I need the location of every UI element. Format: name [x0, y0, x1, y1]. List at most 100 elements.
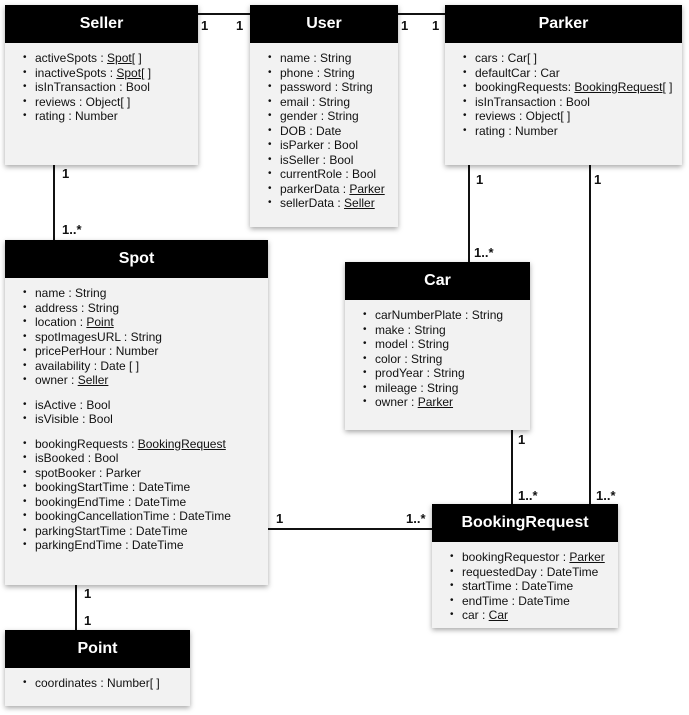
attribute-group: name : Stringphone : Stringpassword : St…	[268, 51, 392, 211]
attribute-item: isInTransaction : Bool	[23, 80, 192, 95]
attribute-type-ref: Parker	[417, 395, 454, 409]
attribute-label: pricePerHour : Number	[35, 344, 159, 358]
mult-seller-spot-from: 1	[62, 166, 70, 181]
attribute-label: startTime : DateTime	[462, 579, 574, 593]
attribute-label: location :	[35, 315, 87, 329]
attribute-label: gender : String	[280, 109, 359, 123]
attribute-group: activeSpots : Spot[ ]inactiveSpots : Spo…	[23, 51, 192, 124]
class-spot[interactable]: Spot name : Stringaddress : Stringlocati…	[5, 240, 268, 585]
attribute-label: bookingCancellationTime : DateTime	[35, 509, 231, 523]
attribute-item: isInTransaction : Bool	[463, 95, 676, 110]
attribute-item: owner : Parker	[363, 395, 524, 410]
attribute-label: owner :	[375, 395, 418, 409]
attribute-label: parkingEndTime : DateTime	[35, 538, 184, 552]
attribute-item: parkingStartTime : DateTime	[23, 524, 262, 539]
mult-seller-spot-to: 1..*	[62, 222, 82, 237]
attribute-label: name : String	[35, 286, 107, 300]
mult-car-bookingrequest-to: 1..*	[518, 488, 538, 503]
attribute-group: bookingRequestor : ParkerrequestedDay : …	[450, 550, 612, 623]
attribute-item: carNumberPlate : String	[363, 308, 524, 323]
attribute-item: spotBooker : Parker	[23, 466, 262, 481]
class-car-title: Car	[345, 262, 530, 300]
mult-user-parker-to: 1	[432, 18, 440, 33]
attribute-label: rating : Number	[35, 109, 118, 123]
mult-parker-bookingrequest-from: 1	[594, 172, 602, 187]
attribute-item: rating : Number	[23, 109, 192, 124]
attribute-item: bookingStartTime : DateTime	[23, 480, 262, 495]
attribute-item: car : Car	[450, 608, 612, 623]
attribute-suffix: [ ]	[662, 80, 673, 94]
attribute-item: DOB : Date	[268, 124, 392, 139]
attribute-item: phone : String	[268, 66, 392, 81]
mult-parker-car-to: 1..*	[474, 245, 494, 260]
attribute-item: parkerData : Parker	[268, 182, 392, 197]
attribute-type-ref: Parker	[349, 181, 385, 196]
class-car[interactable]: Car carNumberPlate : Stringmake : String…	[345, 262, 530, 430]
class-user[interactable]: User name : Stringphone : Stringpassword…	[250, 5, 398, 227]
mult-car-bookingrequest-from: 1	[518, 432, 526, 447]
attribute-item: email : String	[268, 95, 392, 110]
attribute-label: sellerData :	[280, 196, 345, 210]
attribute-item: rating : Number	[463, 124, 676, 139]
attribute-label: car :	[462, 608, 489, 622]
class-car-attributes: carNumberPlate : Stringmake : Stringmode…	[345, 300, 530, 416]
attribute-suffix: [ ]	[141, 65, 152, 80]
attribute-label: activeSpots :	[35, 51, 108, 65]
class-bookingrequest[interactable]: BookingRequest bookingRequestor : Parker…	[432, 504, 618, 628]
attribute-item: prodYear : String	[363, 366, 524, 381]
attribute-label: isSeller : Bool	[280, 152, 354, 167]
mult-seller-user-from: 1	[201, 18, 209, 33]
attribute-label: isParker : Bool	[280, 138, 359, 152]
class-seller-title: Seller	[5, 5, 198, 43]
attribute-label: defaultCar : Car	[475, 65, 560, 80]
attribute-label: address : String	[35, 300, 120, 315]
attribute-label: endTime : DateTime	[462, 593, 570, 608]
attribute-item: isParker : Bool	[268, 138, 392, 153]
class-parker-attributes: cars : Car[ ]defaultCar : CarbookingRequ…	[445, 43, 682, 144]
class-point-attributes: coordinates : Number[ ]	[5, 668, 190, 697]
attribute-item: isActive : Bool	[23, 398, 262, 413]
attribute-item: name : String	[23, 286, 262, 301]
class-seller[interactable]: Seller activeSpots : Spot[ ]inactiveSpot…	[5, 5, 198, 165]
attribute-item: gender : String	[268, 109, 392, 124]
attribute-item: defaultCar : Car	[463, 66, 676, 81]
attribute-label: DOB : Date	[280, 123, 342, 138]
attribute-group: bookingRequests : BookingRequestisBooked…	[23, 437, 262, 553]
class-parker[interactable]: Parker cars : Car[ ]defaultCar : Carbook…	[445, 5, 682, 165]
attribute-item: bookingRequests : BookingRequest	[23, 437, 262, 452]
attribute-item: make : String	[363, 323, 524, 338]
attribute-item: availability : Date [ ]	[23, 359, 262, 374]
attribute-item: spotImagesURL : String	[23, 330, 262, 345]
attribute-label: isVisible : Bool	[35, 412, 113, 426]
attribute-label: parkerData :	[280, 181, 350, 196]
attribute-label: isActive : Bool	[35, 397, 111, 412]
attribute-label: coordinates : Number[ ]	[35, 676, 160, 690]
attribute-type-ref: Point	[86, 315, 114, 329]
attribute-label: reviews : Object[ ]	[475, 109, 571, 123]
class-user-attributes: name : Stringphone : Stringpassword : St…	[250, 43, 398, 217]
attribute-label: isBooked : Bool	[35, 451, 119, 465]
class-point[interactable]: Point coordinates : Number[ ]	[5, 630, 190, 706]
class-bookingrequest-attributes: bookingRequestor : ParkerrequestedDay : …	[432, 542, 618, 629]
attribute-type-ref: Parker	[569, 550, 605, 564]
attribute-type-ref: BookingRequest	[137, 436, 226, 451]
attribute-label: reviews : Object[ ]	[35, 94, 131, 109]
attribute-group: coordinates : Number[ ]	[23, 676, 184, 691]
mult-spot-bookingrequest-to: 1..*	[406, 511, 426, 526]
attribute-label: prodYear : String	[375, 366, 465, 380]
class-seller-attributes: activeSpots : Spot[ ]inactiveSpots : Spo…	[5, 43, 198, 130]
class-user-title: User	[250, 5, 398, 43]
attribute-item: startTime : DateTime	[450, 579, 612, 594]
attribute-label: bookingRequests :	[35, 436, 138, 451]
mult-spot-bookingrequest-from: 1	[276, 511, 284, 526]
attribute-type-ref: Spot	[107, 51, 132, 65]
attribute-item: bookingEndTime : DateTime	[23, 495, 262, 510]
class-point-title: Point	[5, 630, 190, 668]
attribute-label: password : String	[280, 80, 373, 94]
attribute-label: rating : Number	[475, 123, 558, 138]
attribute-label: make : String	[375, 322, 446, 337]
mult-parker-bookingrequest-to: 1..*	[596, 488, 616, 503]
attribute-type-ref: Seller	[344, 196, 375, 210]
attribute-label: email : String	[280, 94, 351, 109]
